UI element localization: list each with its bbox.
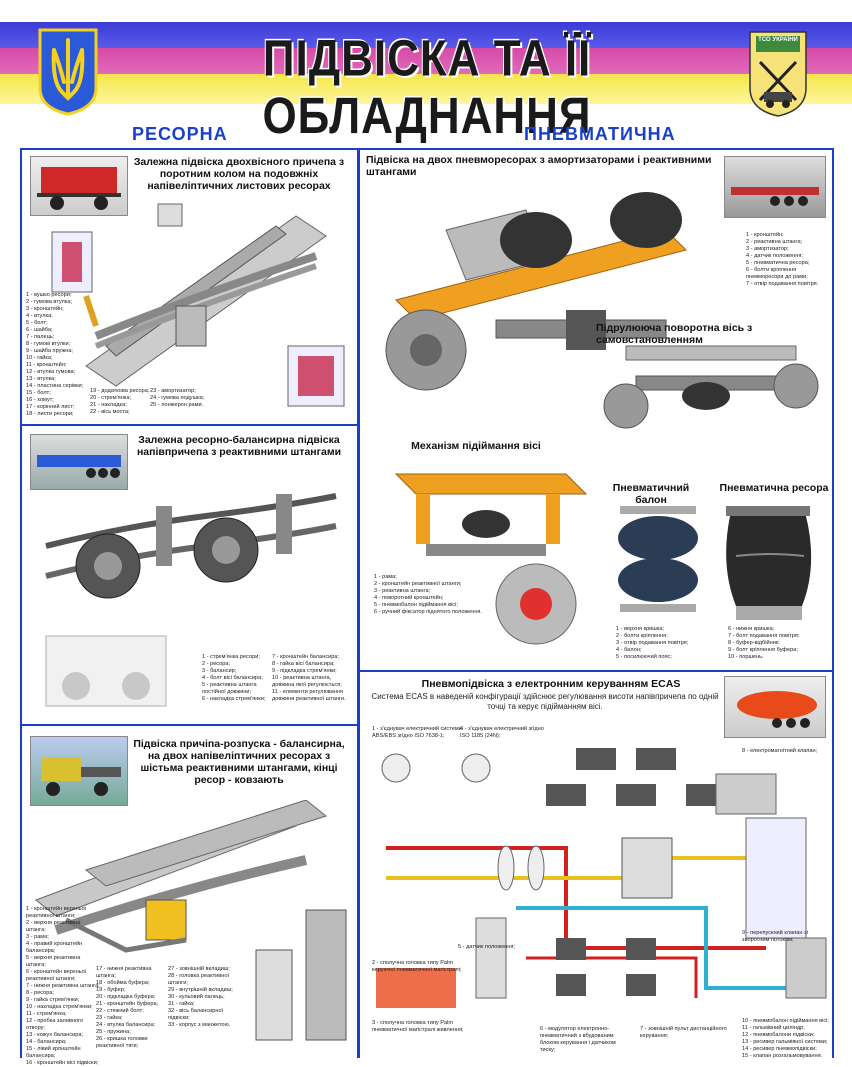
caption-dissolve: Підвіска причіпа-розпуска - балансирна, … xyxy=(133,738,345,786)
left-border xyxy=(20,148,22,1058)
legend-ecas-g: 7 - зовнішній пульт дистанційного керува… xyxy=(640,1026,727,1039)
legend-ecas-c: 2 - сполучна головка типу Palm керуючої … xyxy=(372,960,462,973)
legend-ecas-a: 1 - з'єднувач електричний системи ABS/EB… xyxy=(372,726,462,739)
caption-balloon: Пневматичний балон xyxy=(612,482,690,506)
tanker-photo xyxy=(724,676,826,738)
header-band-pink xyxy=(0,48,852,74)
divider-air-mid xyxy=(360,670,832,672)
red-trailer-icon xyxy=(37,167,121,210)
dissolve-suspension-diagram xyxy=(35,800,347,1041)
legend-air-bag: 1 - кронштейн; 2 - реактивна штанга; 3 -… xyxy=(746,232,819,287)
section-heading-air: ПНЕВМАТИЧНА xyxy=(524,124,676,144)
trailer-photo-blue xyxy=(30,434,128,490)
axle-lift-diagram xyxy=(394,473,588,645)
blue-trailer-icon xyxy=(37,455,121,478)
caption-leaf-trailer: Залежна підвіска двохвісного причепа з п… xyxy=(133,156,345,192)
legend-lift: 1 - рама; 2 - кронштейн реактивної штанг… xyxy=(374,574,483,615)
tso-emblem: ТСО УКРАЇНИ xyxy=(746,22,810,118)
balancer-suspension-diagram xyxy=(45,493,337,707)
ecas-description: Система ECAS в наведеній конфігурації зд… xyxy=(371,692,719,711)
divider-air-top xyxy=(360,148,832,150)
caption-ecas: Пневмопідвіска з електронним керуванням … xyxy=(421,678,681,690)
legend-ecas-h: 8 - електромагнітний клапан; xyxy=(742,748,818,754)
legend-leaf: 1 - вушко ресори; 2 - гумова втулка; 3 -… xyxy=(26,292,84,417)
legend-balancer-1: 1 - стрем'янка ресори; 2 - ресора; 3 - б… xyxy=(202,654,266,702)
section-heading-leaf: РЕСОРНА xyxy=(132,124,228,144)
air-balloon-diagram xyxy=(618,506,698,612)
header-band-yellow xyxy=(0,74,852,104)
legend-dissolve-1: 1 - кронштейн верхньої реактивної штанги… xyxy=(26,906,100,1066)
header-band-blue xyxy=(0,22,852,48)
lowbed-trailer-photo xyxy=(724,156,826,218)
tanker-trailer-icon xyxy=(737,691,817,728)
legend-ecas-i: 9 - перепускний клапан зі зворотним пото… xyxy=(742,930,808,943)
legend-dissolve-3: 27 - зовнішній вкладиш; 28 - головка реа… xyxy=(168,966,233,1028)
caption-air-bag-axles: Підвіска на двох пневморесорах з амортиз… xyxy=(366,154,712,178)
air-spring-diagram xyxy=(726,506,812,620)
leaf-spring-diagram xyxy=(51,203,345,407)
legend-leaf-2: 19 - додаткова ресора; 20 - стрем'янка; … xyxy=(90,388,150,415)
trident-coat-of-arms-icon xyxy=(38,28,98,116)
divider-leaf-bottom xyxy=(22,724,358,726)
vertical-divider xyxy=(357,148,360,1058)
legend-leaf-3: 23 - амортизатор; 24 - гумова подушка; 2… xyxy=(150,388,205,408)
legend-ecas-f: 6 - модулятор електронно-пневматичний з … xyxy=(540,1026,616,1053)
legend-ecas-b: 4 - з'єднувач електричний згідно ISO 118… xyxy=(460,726,544,739)
log-truck-icon xyxy=(41,757,121,796)
steer-axle-diagram xyxy=(603,345,819,429)
caption-air-spring: Пневматична ресора xyxy=(719,482,829,494)
legend-dissolve-2: 17 - нижня реактивна штанга; 18 - обойма… xyxy=(96,966,159,1049)
caption-steer-axle: Підрулююча поворотна вісь з самовстановл… xyxy=(596,322,753,346)
legend-balloon-2: 6 - нижня кришка; 7 - болт подавання пов… xyxy=(728,626,800,660)
legend-ecas-d: 3 - сполучна головка типу Palm пневматич… xyxy=(372,1020,464,1033)
caption-balancer: Залежна ресорно-балансирна підвіска напі… xyxy=(136,434,342,458)
lowbed-trailer-icon xyxy=(731,187,819,206)
log-trailer-photo xyxy=(30,736,128,806)
legend-ecas-e: 5 - датчик положення; xyxy=(458,944,515,950)
caption-lift: Механізм підіймання вісі xyxy=(411,440,541,452)
divider-leaf-top xyxy=(22,148,358,150)
right-border xyxy=(832,148,834,1058)
legend-balancer-2: 7 - кронштейн балансира; 8 - гайка вісі … xyxy=(272,654,346,702)
air-bag-suspension-diagram xyxy=(385,192,687,391)
page-title: ПІДВІСКА ТА ЇЇ ОБЛАДНАННЯ xyxy=(262,30,592,145)
trailer-photo-red xyxy=(30,156,128,216)
legend-balloon-1: 1 - верхня кришка; 2 - болти кріплення; … xyxy=(616,626,689,660)
divider-leaf-mid xyxy=(22,424,358,426)
tso-emblem-icon xyxy=(749,31,807,117)
legend-ecas-j: 10 - пневмобалон підіймання вісі; 11 - г… xyxy=(742,1018,829,1059)
ecas-pneumatic-schematic xyxy=(376,748,827,1008)
emblem-text: ТСО УКРАЇНИ xyxy=(758,37,798,43)
